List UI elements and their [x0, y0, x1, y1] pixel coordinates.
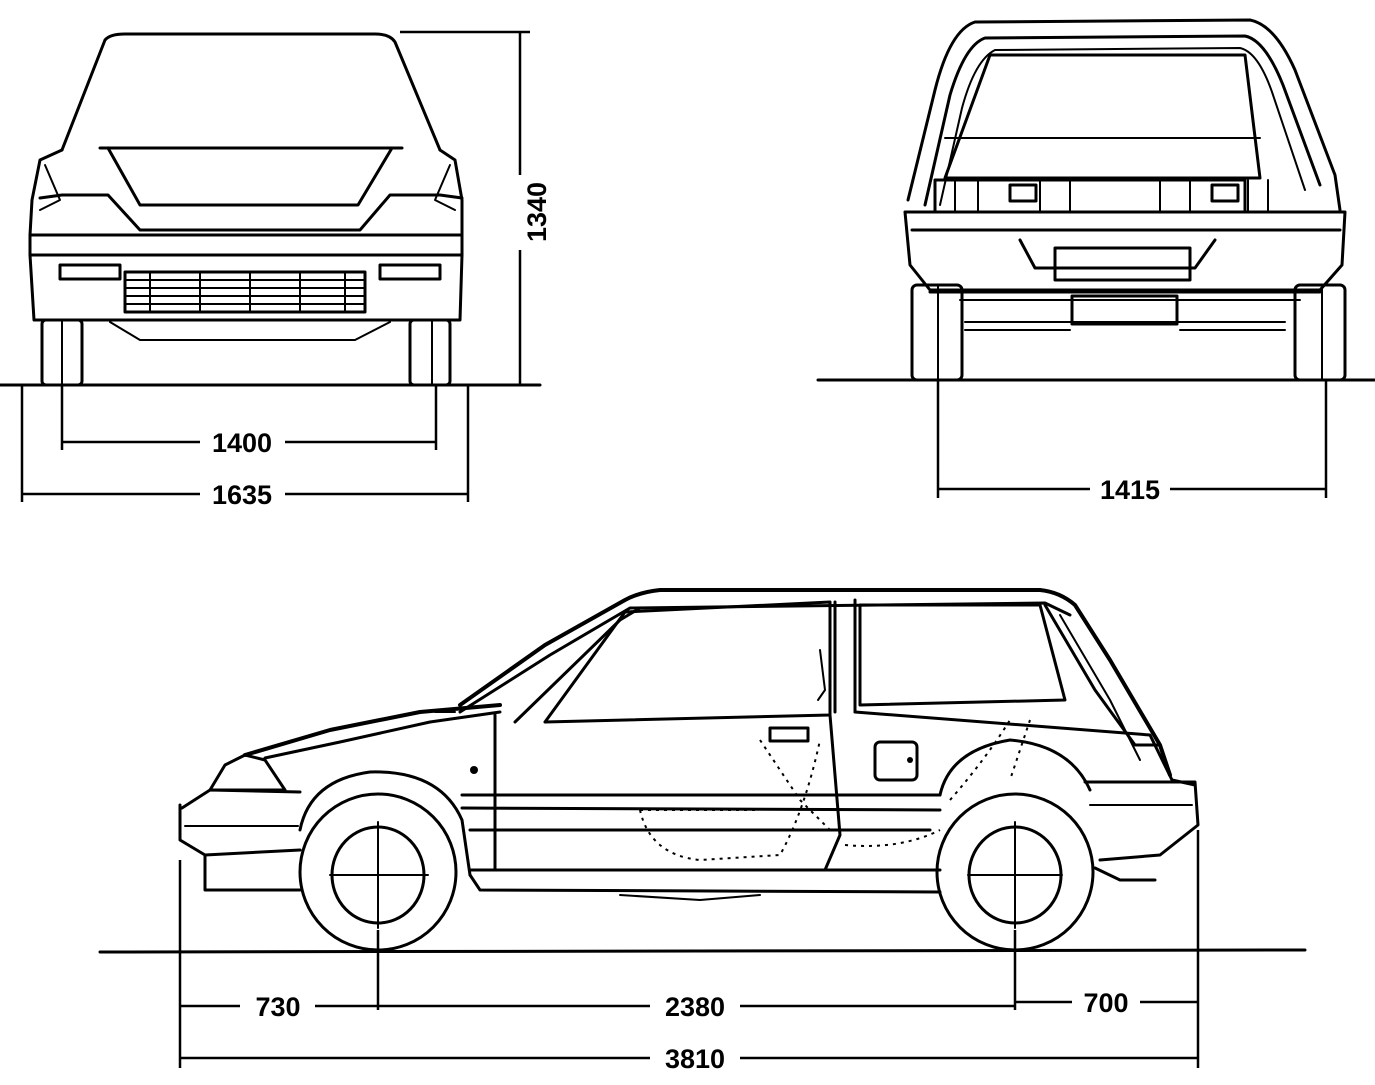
- rear-right-wheel: [1293, 283, 1347, 382]
- side-rear-bumper: [1083, 780, 1200, 862]
- side-front-wheel: [298, 792, 458, 952]
- side-view: 730 2380 700 3810: [98, 588, 1307, 1074]
- front-height-label: 1340: [522, 182, 552, 242]
- front-view: 1340 1400 1635: [0, 30, 552, 510]
- side-front-bumper: [178, 803, 302, 857]
- side-ground-line: [98, 948, 1307, 954]
- side-door-handle: [768, 726, 810, 743]
- front-windshield: [60, 32, 442, 152]
- side-roofline: [458, 588, 1172, 777]
- front-grille: [123, 270, 367, 314]
- front-right-indicator: [378, 263, 442, 281]
- side-headlight: [208, 753, 287, 792]
- side-front-wheel-arch: [298, 770, 472, 877]
- side-hood: [243, 703, 502, 757]
- side-rear-wheel-arch: [938, 738, 1092, 797]
- side-fuel-flap: [873, 740, 919, 782]
- front-width-label: 1635: [212, 480, 272, 510]
- front-hood: [106, 146, 394, 207]
- rear-track-label: 1415: [1100, 475, 1160, 505]
- rear-license-plate: [1053, 246, 1192, 282]
- side-door: [823, 713, 842, 872]
- front-left-indicator: [58, 263, 122, 281]
- rear-window: [943, 53, 1262, 180]
- rear-light-bar: [933, 178, 1247, 214]
- rear-view: 1415: [816, 18, 1375, 505]
- front-track-label: 1400: [212, 428, 272, 458]
- side-rear-overhang-label: 700: [1083, 988, 1128, 1018]
- side-length-label: 3810: [665, 1044, 725, 1074]
- front-right-wheel: [408, 318, 452, 387]
- side-front-overhang-label: 730: [255, 992, 300, 1022]
- side-quarter-window: [858, 603, 1067, 707]
- side-door-window: [543, 600, 832, 724]
- side-rear-wheel: [935, 792, 1095, 952]
- side-wheelbase-label: 2380: [665, 992, 725, 1022]
